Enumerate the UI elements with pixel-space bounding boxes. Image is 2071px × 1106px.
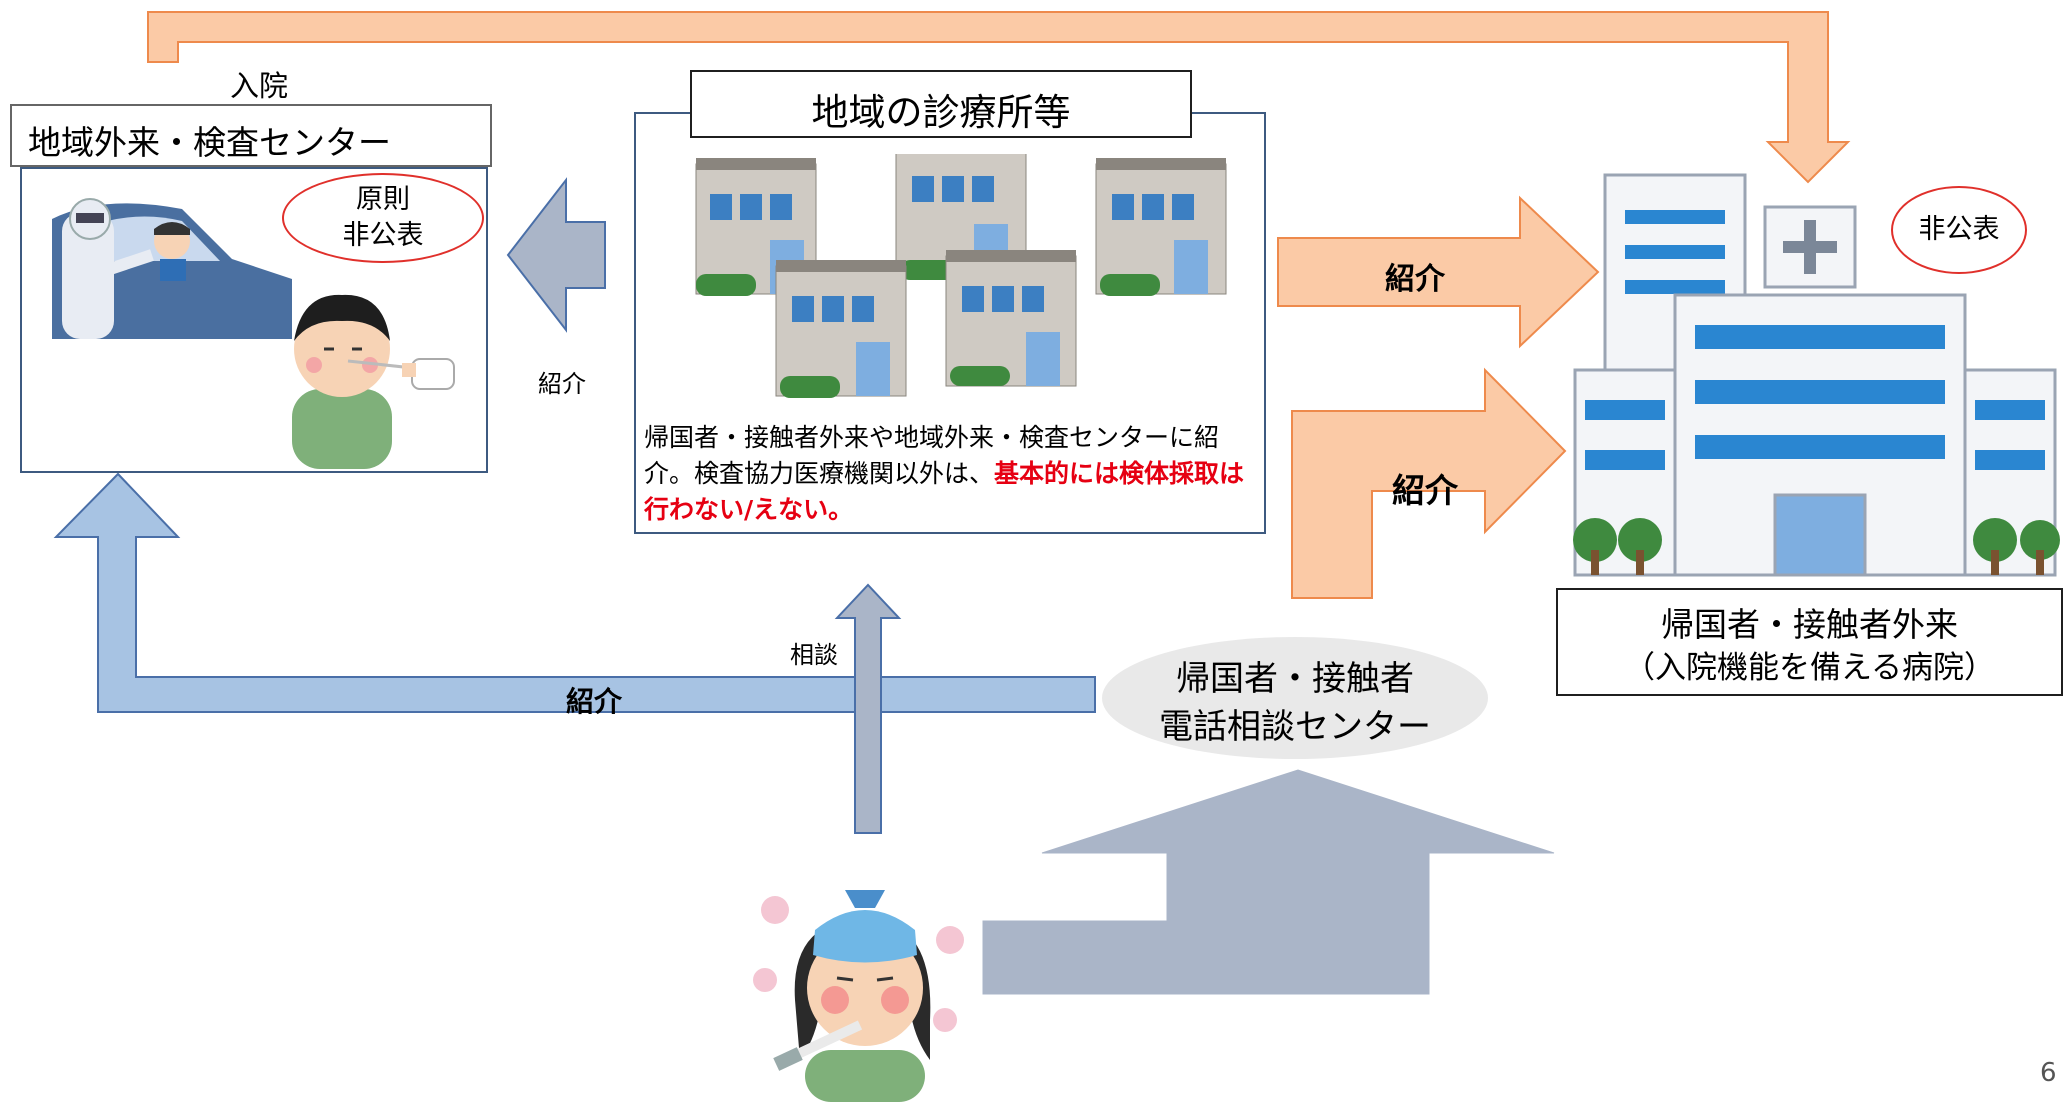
referral-arrow-top-right [1277,195,1600,349]
clinics-title: 地域の診療所等 [811,91,1071,134]
referral-arrow-bent-right [1291,367,1567,599]
hospital-title-box: 帰国者・接触者外来 （入院機能を備える病院） [1556,588,2063,696]
consultation-label: 相談 [790,641,838,669]
phone-center-oval: 帰国者・接触者 電話相談センター [1102,637,1488,759]
nonpublic-right-text: 非公表 [1918,214,2000,245]
drive-through-test-illustration [52,198,292,339]
referral-bottom-label: 紹介 [566,685,623,718]
hospital-line2: （入院機能を備える病院） [1623,650,1996,686]
local-outpatient-center-title-box: 地域外来・検査センター [10,104,492,167]
consultation-arrow-up [834,583,902,834]
patient-to-phone-center-arrow [982,769,1555,995]
referral-right-bottom-label: 紹介 [1392,471,1458,510]
principle-line2: 非公表 [342,220,424,251]
hospital-illustration [1573,173,2060,577]
referral-arrow-blue-left [53,472,1096,713]
clinics-note-emphasis: 基本的には検体採取は行わない/えない。 [644,459,1245,524]
principle-nonpublic-oval: 原則 非公表 [282,173,484,263]
clinics-note-normal: 帰国者・接触者外来や地域外来・検査センターに紹介。検査協力医療機関以外は、 [644,423,1220,488]
clinics-panel: 帰国者・接触者外来や地域外来・検査センターに紹介。検査協力医療機関以外は、基本的… [634,112,1266,534]
admission-label: 入院 [230,69,289,103]
page-number: 6 [2040,1058,2057,1088]
clinic-buildings-illustration [695,154,1227,398]
phone-center-line1: 帰国者・接触者 [1176,659,1414,699]
phone-center-line2: 電話相談センター [1159,707,1431,747]
hospital-line1: 帰国者・接触者外来 [1661,605,1958,644]
nasal-swab-patient-illustration [292,294,455,469]
local-outpatient-center-title: 地域外来・検査センター [28,123,391,162]
sick-patient-illustration [753,890,964,1102]
top-admission-arrow [147,11,1851,184]
clinics-title-box: 地域の診療所等 [690,70,1192,138]
nonpublic-right-oval: 非公表 [1891,186,2027,274]
referral-right-top-label: 紹介 [1385,262,1445,297]
local-outpatient-center-panel: 原則 非公表 [20,167,488,473]
clinic-to-center-arrow [506,177,606,333]
clinics-note: 帰国者・接触者外来や地域外来・検査センターに紹介。検査協力医療機関以外は、基本的… [644,420,1260,528]
referral-small-left-label: 紹介 [538,370,586,398]
principle-line1: 原則 [356,184,410,215]
